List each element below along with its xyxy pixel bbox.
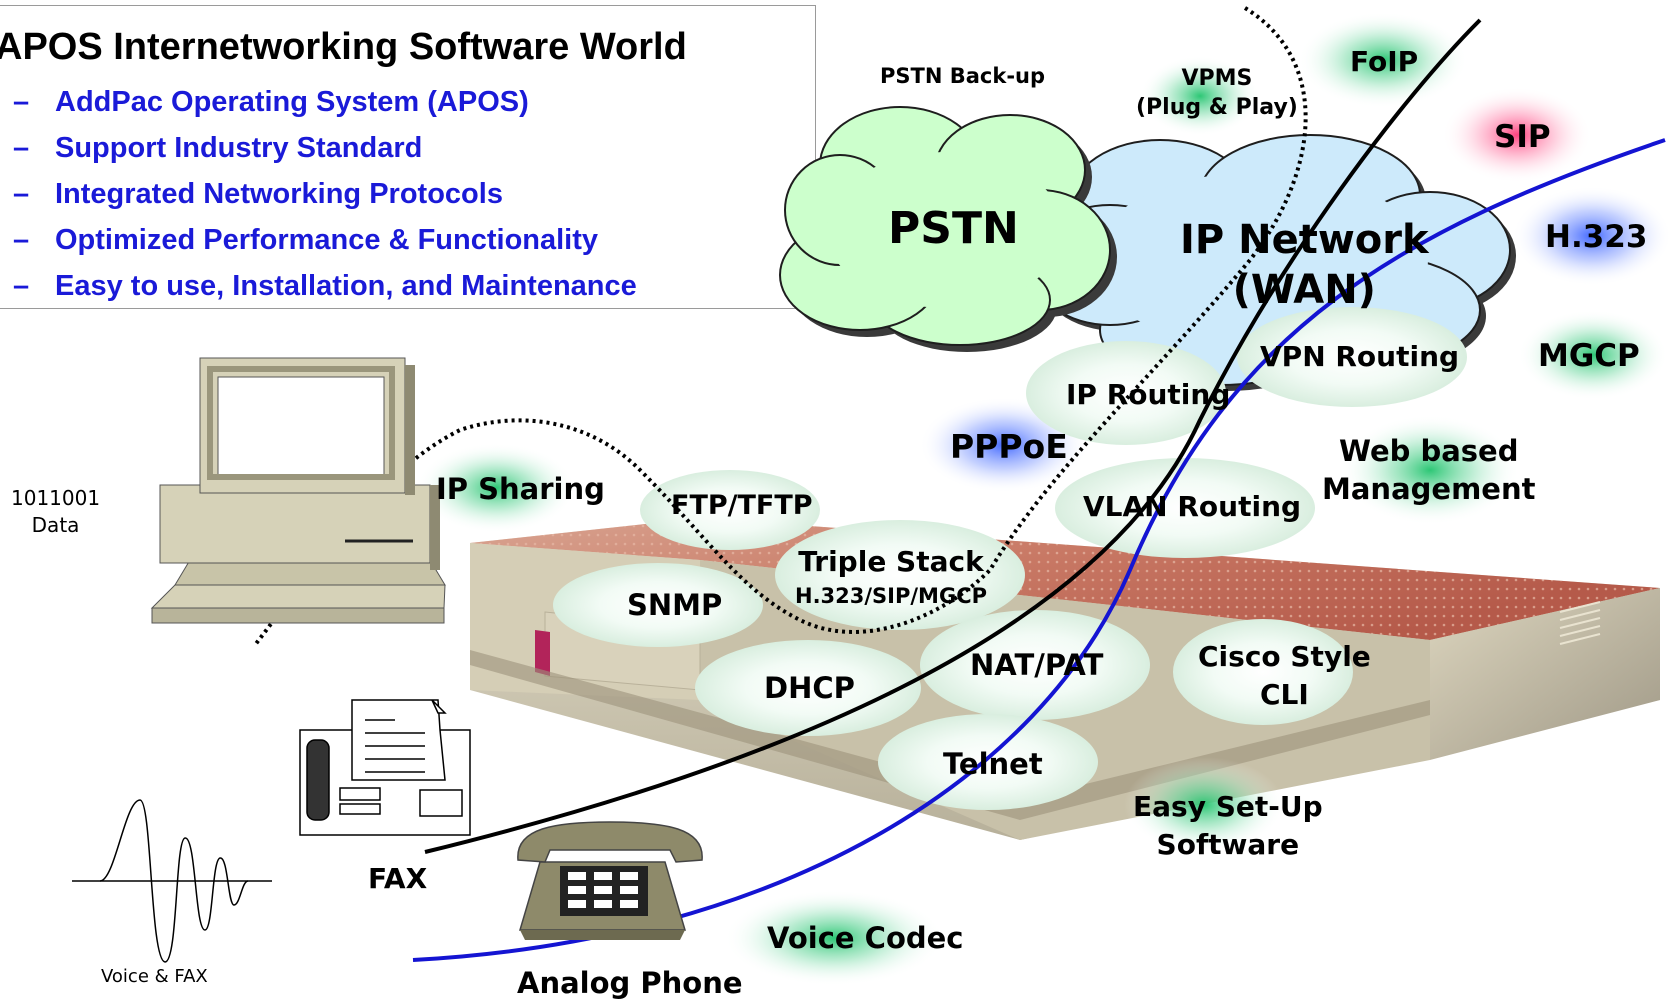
page-title: APOS Internetworking Software World [0, 26, 687, 68]
bullet-list: –AddPac Operating System (APOS) –Support… [13, 79, 637, 309]
bullet-text: Easy to use, Installation, and Maintenan… [55, 270, 637, 302]
bullet-item: –Optimized Performance & Functionality [13, 224, 599, 256]
computer-icon [150, 357, 446, 624]
pstn-cloud [779, 106, 1117, 352]
title-box: APOS Internetworking Software World –Add… [0, 5, 816, 309]
bullet-text: Support Industry Standard [55, 132, 423, 164]
bullet-text: AddPac Operating System (APOS) [55, 86, 529, 118]
bullet-item: –AddPac Operating System (APOS) [13, 86, 529, 118]
bullet-text: Integrated Networking Protocols [55, 178, 503, 210]
glow-spots [416, 12, 1669, 986]
bullet-text: Optimized Performance & Functionality [55, 224, 599, 256]
bullet-item: –Integrated Networking Protocols [13, 178, 503, 210]
fax-icon [299, 699, 471, 836]
connection-lines [253, 6, 1666, 962]
bullet-item: –Easy to use, Installation, and Maintena… [13, 270, 637, 302]
bullet-item: –Support Industry Standard [13, 132, 423, 164]
phone-icon [517, 821, 703, 940]
waveform-icon [72, 799, 272, 963]
